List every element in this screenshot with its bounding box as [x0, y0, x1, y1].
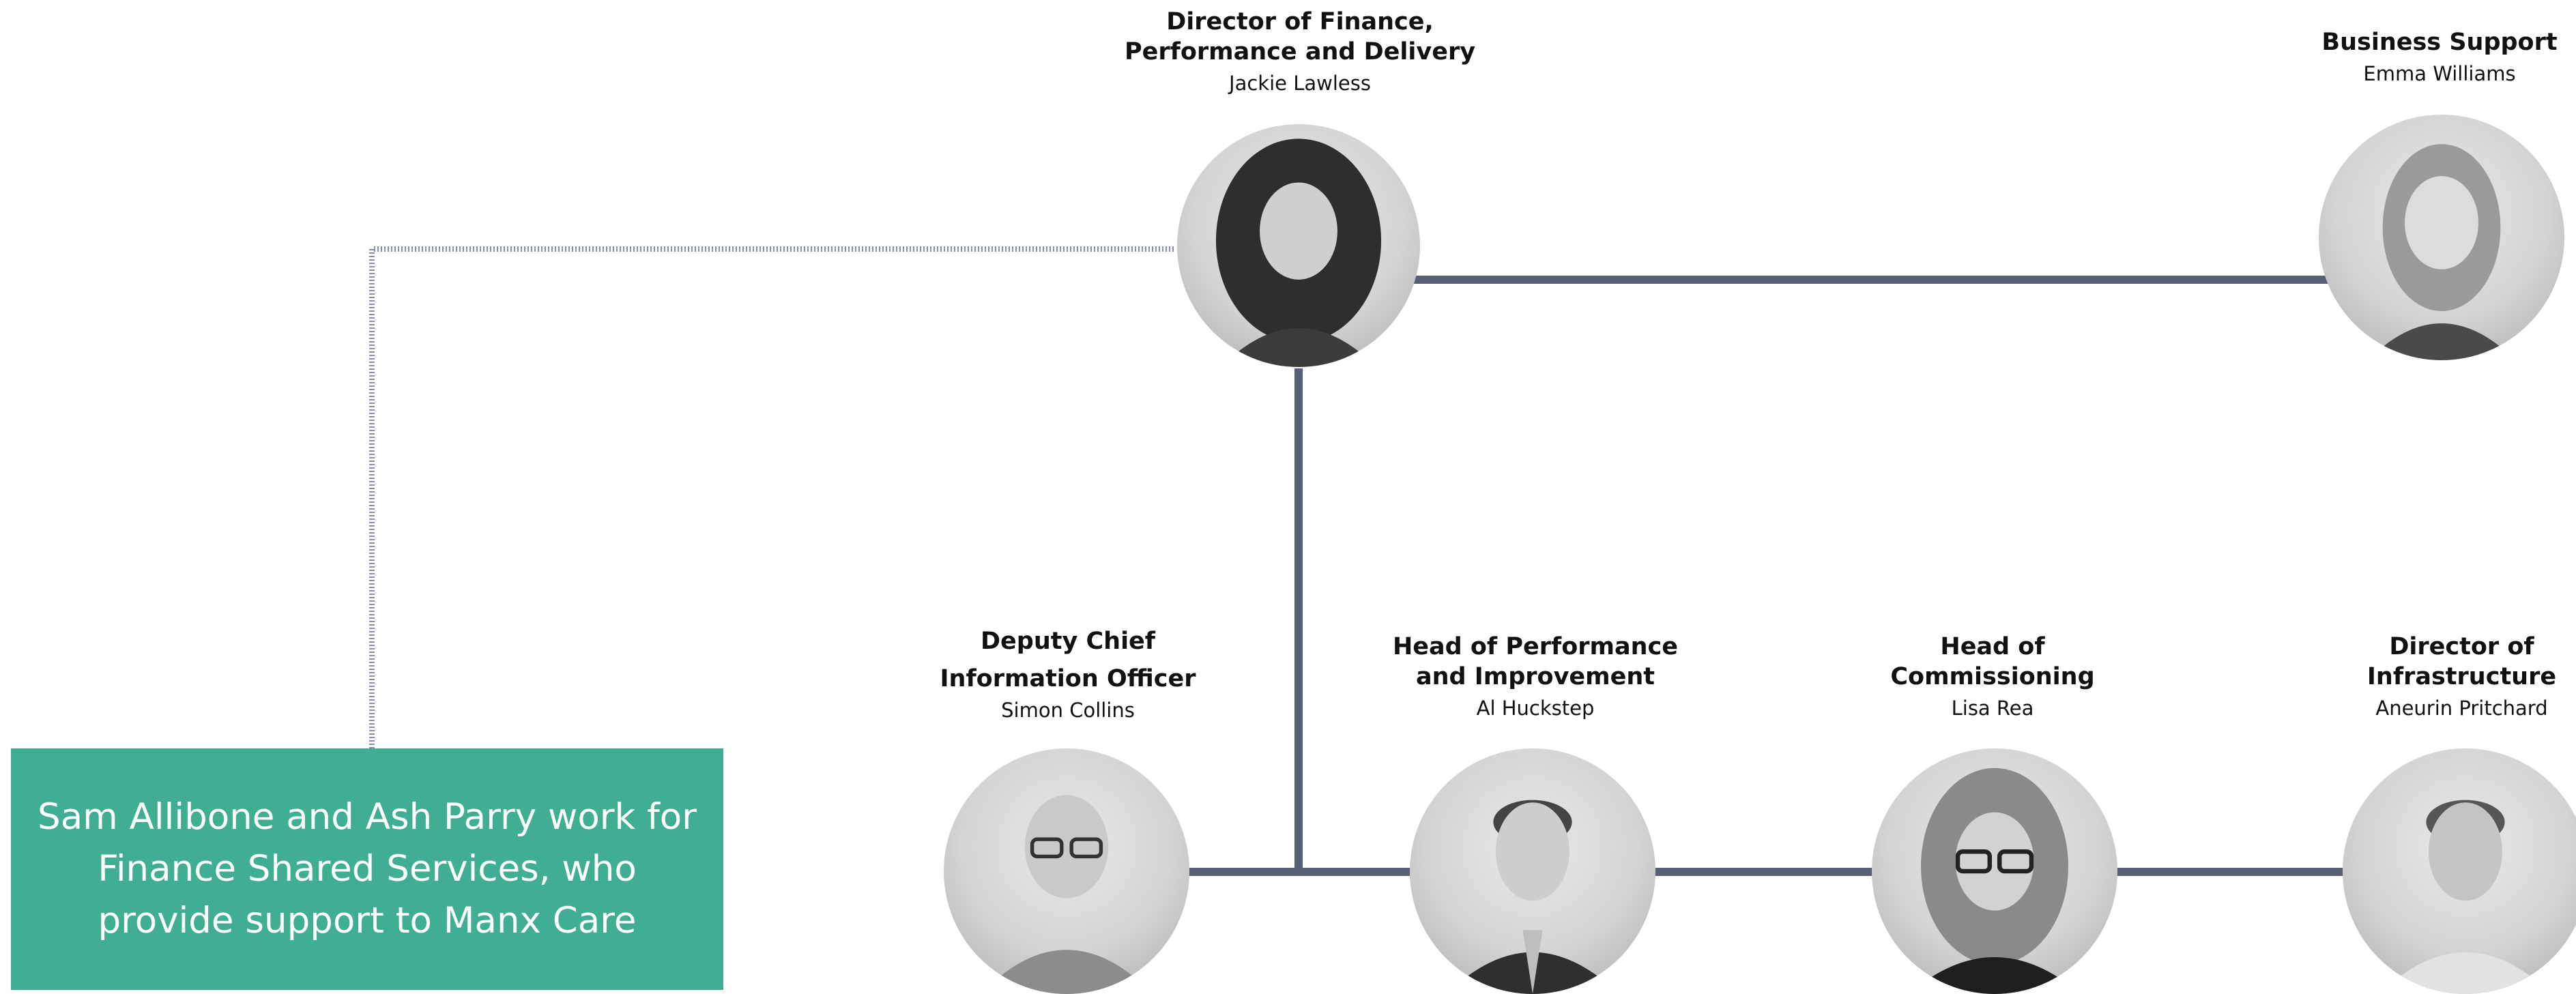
portrait-photo-emma-williams — [2319, 115, 2564, 360]
role-title: Business Support — [2321, 29, 2558, 56]
portrait-photo-aneurin-pritchard — [2343, 748, 2576, 994]
portrait-photo-simon-collins — [944, 748, 1189, 994]
role-title: Head of Performance — [1392, 633, 1679, 660]
person-name: Lisa Rea — [1951, 697, 2034, 720]
person-name: Simon Collins — [1001, 699, 1135, 722]
role-title: Commissioning — [1890, 663, 2095, 690]
role-title: Head of — [1940, 633, 2045, 660]
role-title: Director of Finance, — [1166, 8, 1434, 35]
role-title: Information Officer — [940, 665, 1196, 692]
person-head-performance: Head of Performance and Improvement Al H… — [1378, 632, 1692, 722]
role-title: and Improvement — [1415, 663, 1655, 690]
finance-shared-services-note: Sam Allibone and Ash Parry work for Fina… — [11, 748, 723, 990]
dotted-connector-note-to-director — [369, 246, 1175, 748]
portrait-photo-lisa-rea — [1872, 748, 2117, 994]
person-name: Al Huckstep — [1476, 697, 1595, 720]
role-title: Performance and Delivery — [1124, 38, 1476, 65]
person-business-support: Business Support Emma Williams — [2313, 27, 2566, 87]
person-name: Aneurin Pritchard — [2375, 697, 2548, 720]
role-title: Infrastructure — [2367, 663, 2557, 690]
person-director-finance: Director of Finance, Performance and Del… — [1095, 7, 1505, 97]
person-deputy-cio: Deputy Chief Information Officer Simon C… — [911, 626, 1225, 724]
person-head-commissioning: Head of Commissioning Lisa Rea — [1836, 632, 2150, 722]
person-director-infrastructure: Director of Infrastructure Aneurin Pritc… — [2341, 632, 2576, 722]
role-title: Deputy Chief — [980, 628, 1156, 655]
portrait-photo-jackie-lawless — [1177, 124, 1420, 367]
portrait-photo-al-huckstep — [1410, 748, 1655, 994]
role-title: Director of — [2389, 633, 2534, 660]
person-name: Jackie Lawless — [1229, 72, 1371, 95]
person-name: Emma Williams — [2363, 62, 2516, 85]
